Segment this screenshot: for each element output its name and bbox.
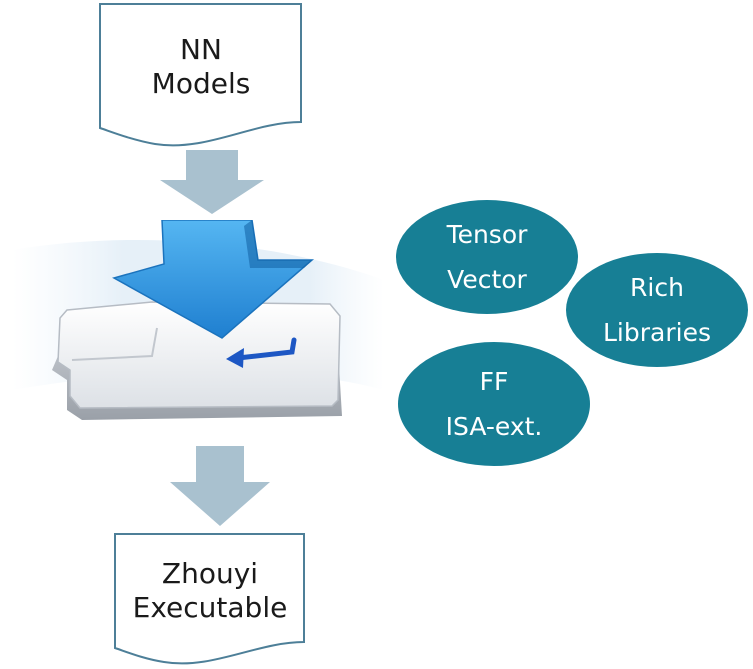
doc-line-2: Models bbox=[151, 67, 251, 100]
feature-oval-ff-isa-ext: FF ISA-ext. bbox=[398, 342, 590, 466]
feature-line-1: Rich bbox=[630, 273, 684, 302]
doc-line-1: NN bbox=[180, 33, 222, 66]
enter-key-illustration bbox=[12, 220, 384, 420]
feature-line-2: ISA-ext. bbox=[445, 412, 543, 441]
feature-oval-tensor-vector: Tensor Vector bbox=[396, 200, 578, 314]
feature-line-1: FF bbox=[479, 367, 509, 396]
doc-line-2: Executable bbox=[132, 591, 288, 624]
feature-oval-rich-libraries: Rich Libraries bbox=[566, 253, 748, 367]
feature-line-2: Libraries bbox=[603, 318, 711, 347]
feature-line-1: Tensor bbox=[446, 220, 528, 249]
down-arrow-bottom bbox=[170, 446, 270, 526]
feature-line-2: Vector bbox=[447, 265, 527, 294]
doc-text-nn-models: NN Models bbox=[100, 22, 302, 112]
doc-shape-nn-models bbox=[99, 3, 302, 147]
down-arrow-top bbox=[160, 150, 264, 214]
doc-text-zhouyi-executable: Zhouyi Executable bbox=[115, 548, 305, 634]
doc-line-1: Zhouyi bbox=[161, 557, 259, 590]
doc-shape-zhouyi-executable bbox=[114, 533, 305, 665]
